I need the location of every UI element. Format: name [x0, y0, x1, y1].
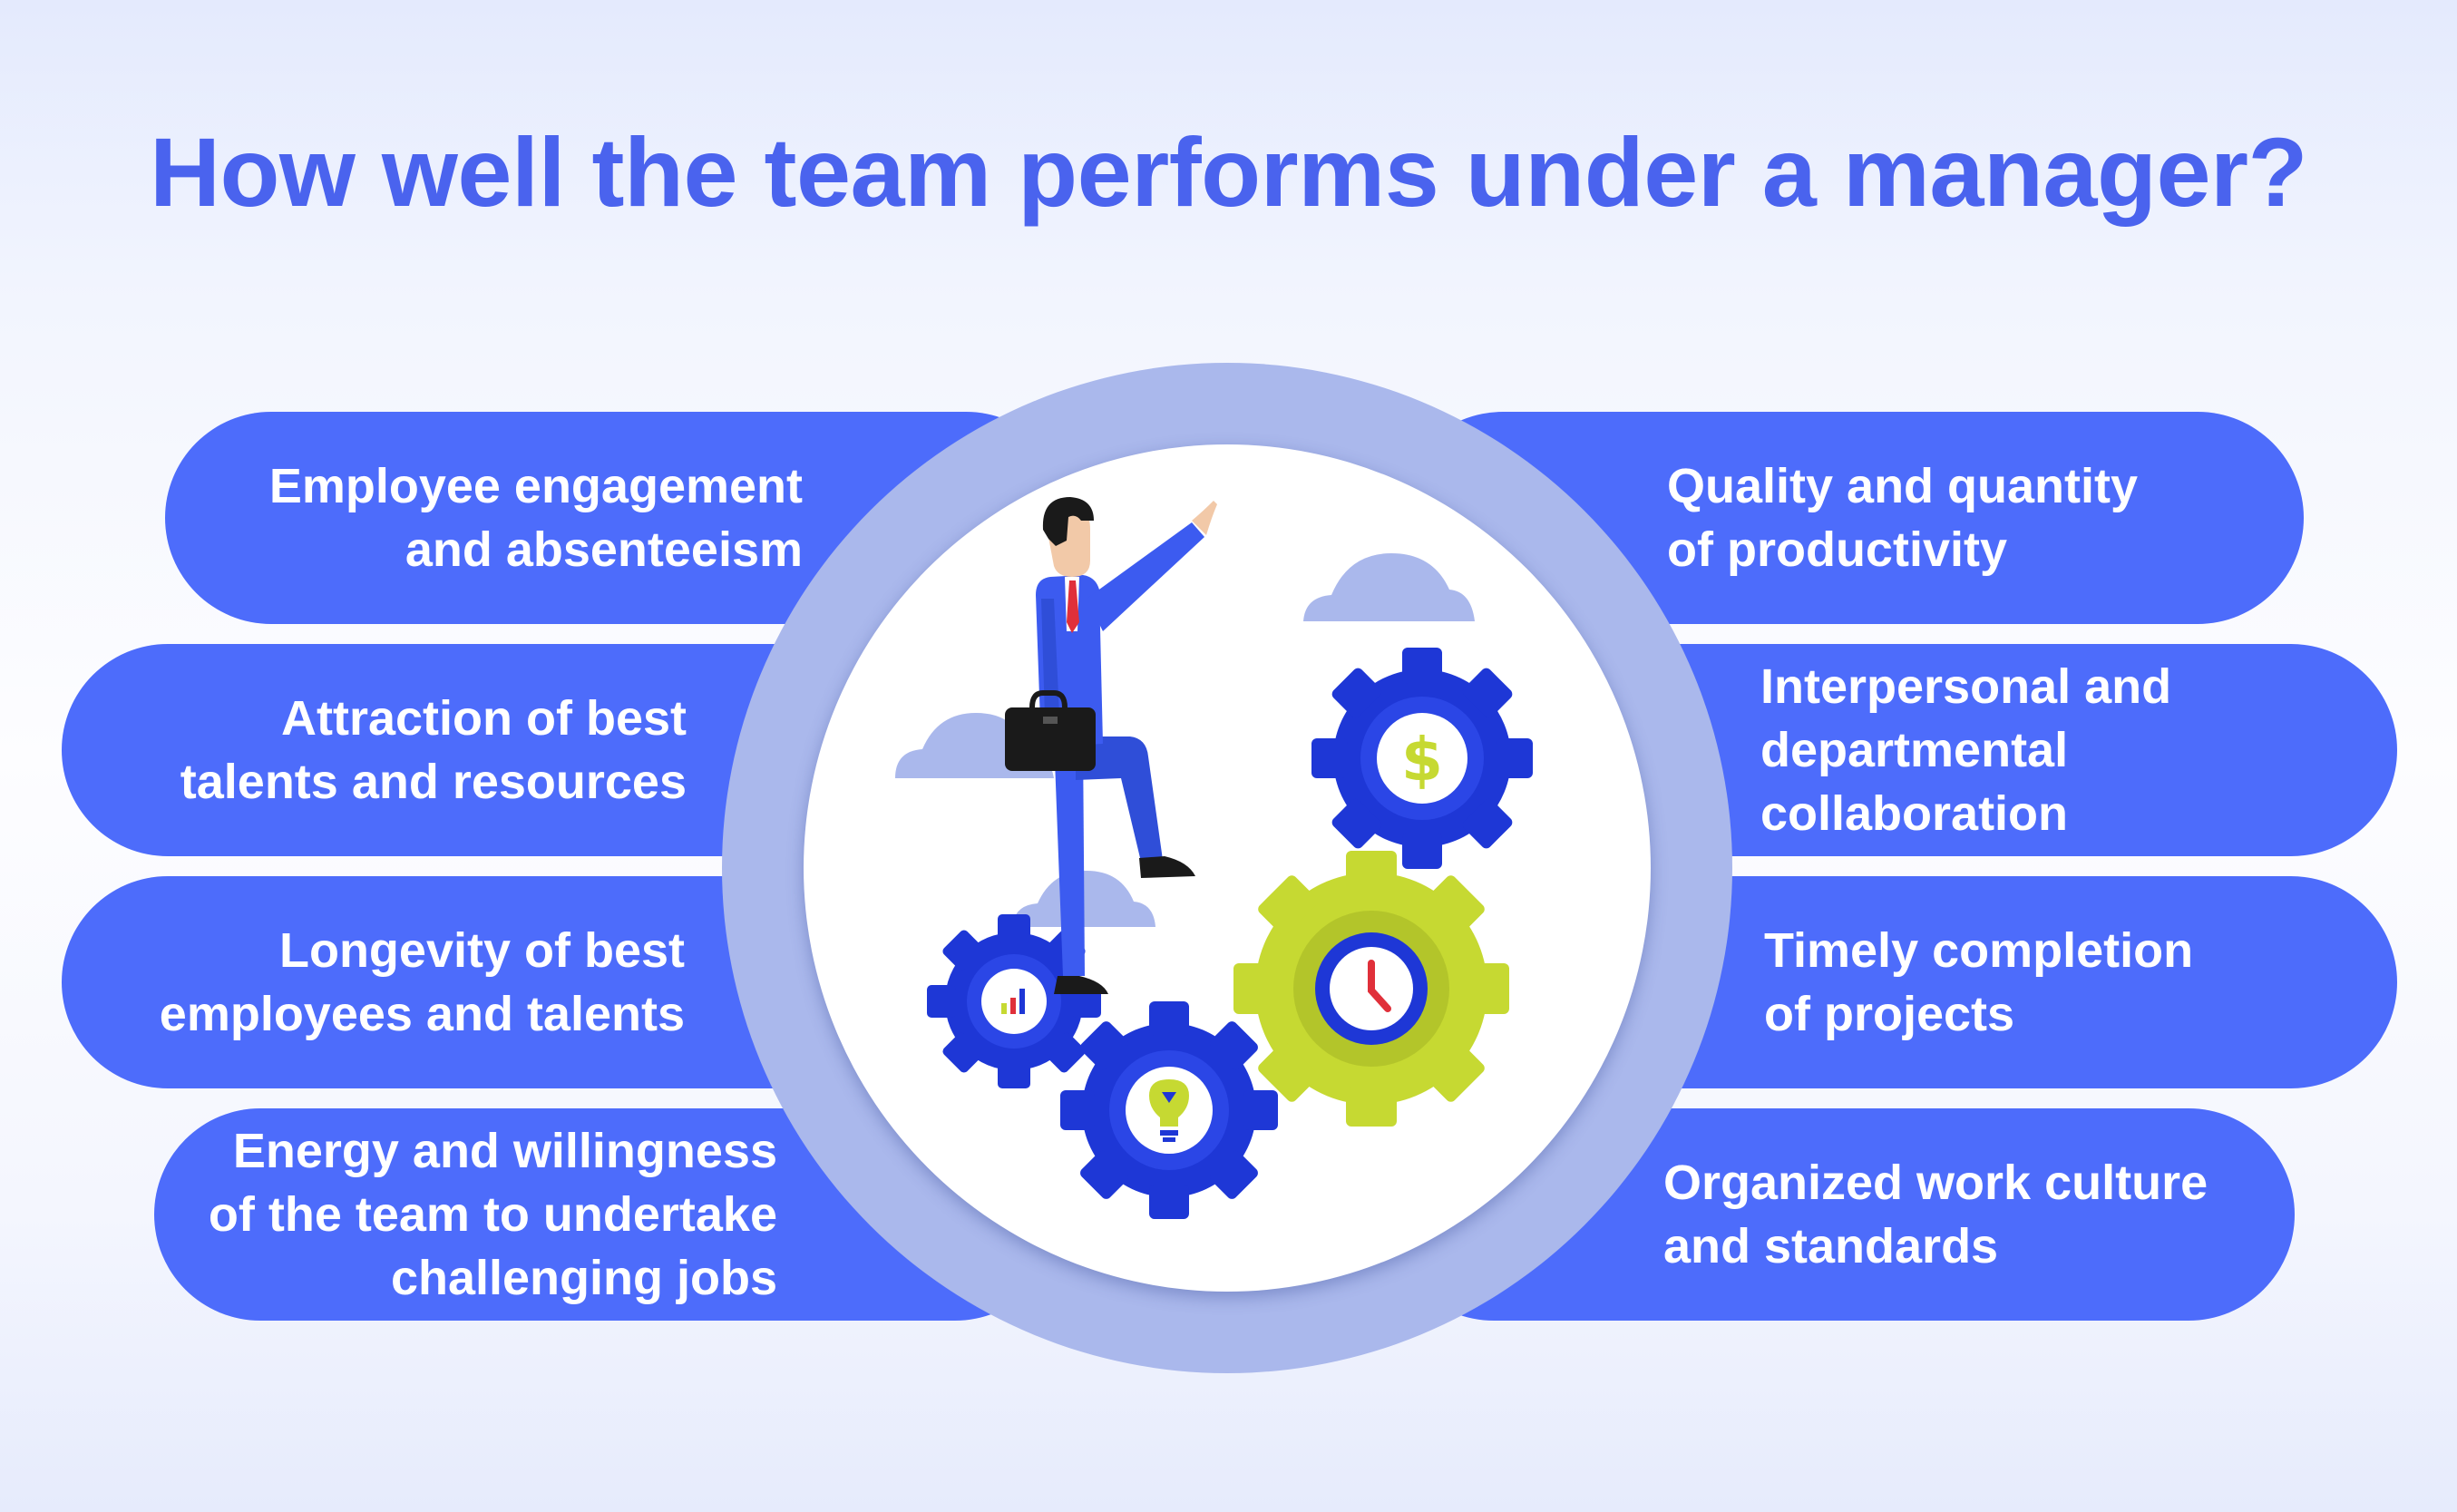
clock-gear: [1233, 851, 1509, 1127]
pill-text-line: of productivity: [1667, 522, 2007, 577]
clock-icon: [1315, 932, 1428, 1045]
pill-text-line: Interpersonal and: [1760, 659, 2172, 714]
cloud-icon: [1303, 553, 1475, 621]
pill-text-line: and standards: [1663, 1219, 1999, 1273]
pill-text-line: and absenteeism: [405, 522, 803, 577]
lightbulb-icon: [1149, 1079, 1189, 1142]
pill-text-line: talents and resources: [180, 755, 687, 809]
pill-text-line: employees and talents: [159, 987, 685, 1041]
pill-text-line: of the team to undertake: [208, 1187, 777, 1242]
pill-text-line: challenging jobs: [390, 1251, 777, 1305]
businessman: [1005, 497, 1217, 994]
pill-text-line: Attraction of best: [280, 691, 687, 746]
pill-text-line: Energy and willingness: [232, 1124, 777, 1178]
bar-chart-gear: [927, 914, 1101, 1088]
pill-text-line: departmental: [1760, 723, 2069, 777]
page-title: How well the team performs under a manag…: [149, 117, 2308, 227]
businessman-climbing-gears-illustration: $: [895, 497, 1533, 1219]
pill-text-line: collaboration: [1760, 786, 2069, 841]
pill-text-line: Employee engagement: [268, 459, 803, 513]
briefcase-icon: [1005, 690, 1096, 771]
pill-text-line: Timely completion: [1764, 923, 2194, 978]
lightbulb-gear: [1060, 1001, 1278, 1219]
pill-text-line: of projects: [1764, 987, 2015, 1041]
pill-text-line: Longevity of best: [278, 923, 685, 978]
bar-chart-icon: [1001, 989, 1025, 1014]
dollar-gear: $: [1311, 648, 1533, 869]
dollar-icon: $: [1401, 725, 1443, 795]
pill-text-line: Organized work culture: [1663, 1156, 2208, 1210]
pill-text-line: Quality and quantity: [1667, 459, 2139, 513]
